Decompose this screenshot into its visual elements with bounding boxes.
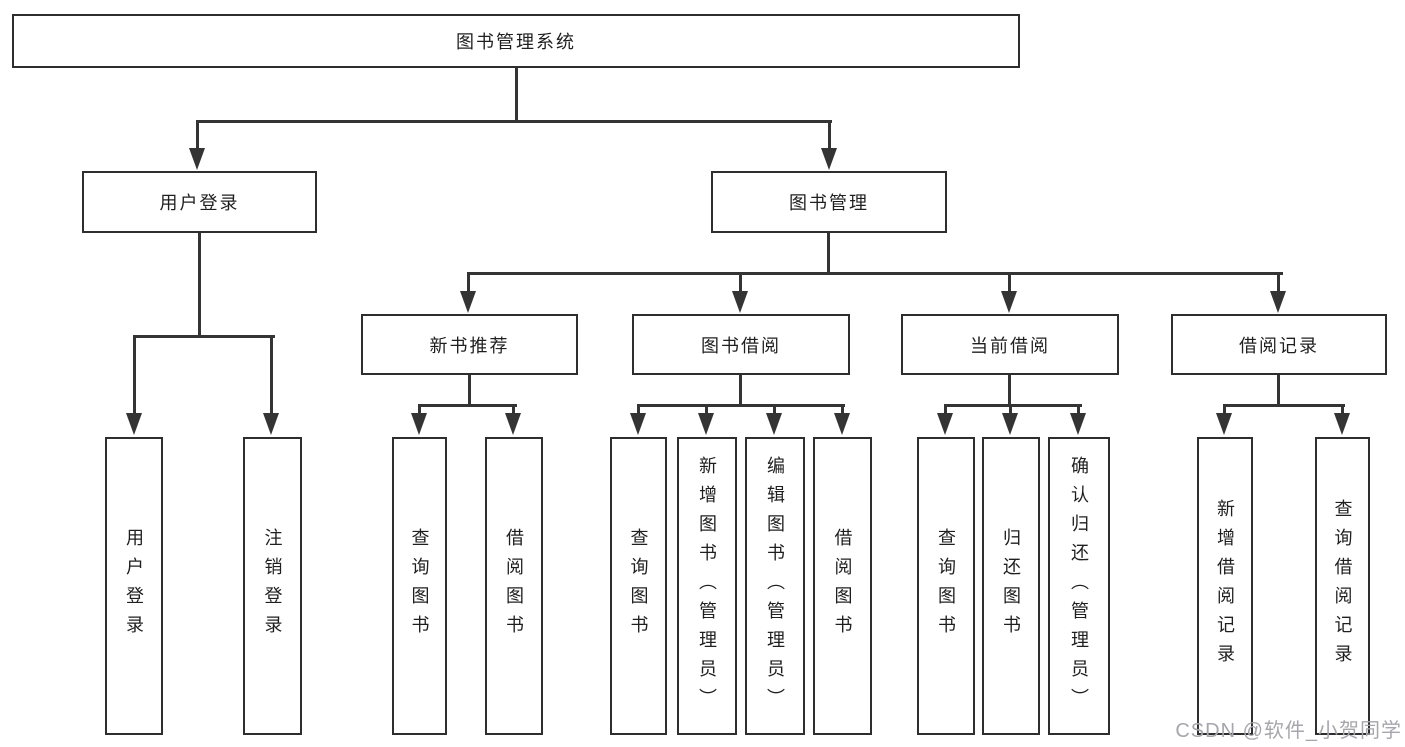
connector-line — [1223, 404, 1345, 407]
connector-line — [739, 272, 742, 291]
node-book-management: 图书管理 — [711, 171, 947, 233]
connector-line — [515, 68, 518, 122]
leaf-query-books-current: 查询图书 — [917, 437, 975, 735]
node-current-borrowing-label: 当前借阅 — [970, 335, 1050, 356]
node-new-book-recommendation: 新书推荐 — [361, 314, 578, 375]
arrowhead-down-icon — [732, 291, 748, 313]
connector-line — [1009, 404, 1012, 415]
arrowhead-down-icon — [834, 413, 850, 435]
connector-line — [944, 404, 1082, 407]
connector-line — [270, 335, 273, 415]
connector-line — [944, 404, 947, 415]
leaf-borrow-books: 借阅图书 — [813, 437, 872, 735]
connector-line — [828, 120, 831, 150]
connector-line — [1008, 375, 1011, 406]
connector-line — [133, 335, 275, 338]
node-borrowing-records-label: 借阅记录 — [1239, 335, 1319, 356]
arrowhead-down-icon — [821, 148, 837, 170]
leaf-add-books-admin: 新增图书（管理员） — [677, 437, 737, 735]
arrowhead-down-icon — [1002, 413, 1018, 435]
connector-line — [1223, 404, 1226, 415]
connector-line — [739, 375, 742, 406]
leaf-return-books: 归还图书 — [982, 437, 1040, 735]
arrowhead-down-icon — [698, 413, 714, 435]
connector-line — [773, 404, 776, 415]
connector-line — [827, 233, 830, 274]
node-book-borrowing: 图书借阅 — [632, 314, 850, 375]
node-book-management-label: 图书管理 — [789, 193, 869, 213]
arrowhead-down-icon — [766, 413, 782, 435]
arrowhead-down-icon — [263, 413, 279, 435]
node-borrowing-records: 借阅记录 — [1171, 314, 1387, 375]
leaf-confirm-return-admin-label: 确认归还（管理员） — [1069, 455, 1089, 717]
leaf-query-books-recommend-label: 查询图书 — [409, 528, 430, 644]
leaf-user-login: 用户登录 — [105, 437, 163, 735]
node-current-borrowing: 当前借阅 — [901, 314, 1119, 375]
arrowhead-down-icon — [937, 413, 953, 435]
arrowhead-down-icon — [1070, 413, 1086, 435]
leaf-query-books-borrowing: 查询图书 — [610, 437, 667, 735]
arrowhead-down-icon — [460, 291, 476, 313]
connector-line — [1277, 272, 1280, 291]
arrowhead-down-icon — [126, 413, 142, 435]
connector-line — [196, 120, 832, 123]
leaf-query-books-borrowing-label: 查询图书 — [628, 528, 649, 644]
leaf-query-books-recommend: 查询图书 — [392, 437, 447, 735]
connector-line — [1341, 404, 1344, 415]
connector-line — [468, 375, 471, 406]
leaf-borrow-books-recommend-label: 借阅图书 — [504, 528, 524, 644]
leaf-edit-books-admin: 编辑图书（管理员） — [745, 437, 805, 735]
connector-line — [418, 404, 421, 415]
connector-line — [198, 233, 201, 337]
leaf-add-books-admin-label: 新增图书（管理员） — [697, 455, 717, 717]
leaf-logout-label: 注销登录 — [262, 528, 283, 644]
arrowhead-down-icon — [630, 413, 646, 435]
arrowhead-down-icon — [1001, 291, 1017, 313]
arrowhead-down-icon — [189, 148, 205, 170]
node-library-system-root: 图书管理系统 — [12, 14, 1020, 68]
leaf-query-books-current-label: 查询图书 — [936, 528, 956, 644]
node-new-book-recommendation-label: 新书推荐 — [429, 335, 510, 356]
connector-line — [1077, 404, 1080, 415]
arrowhead-down-icon — [1334, 413, 1350, 435]
connector-line — [705, 404, 708, 415]
connector-line — [1277, 375, 1280, 406]
connector-line — [418, 404, 517, 407]
leaf-add-borrow-record-label: 新增借阅记录 — [1215, 499, 1235, 673]
arrowhead-down-icon — [1270, 291, 1286, 313]
arrowhead-down-icon — [1216, 413, 1232, 435]
node-book-borrowing-label: 图书借阅 — [701, 335, 781, 356]
connector-line — [133, 335, 136, 415]
connector-line — [512, 404, 515, 415]
connector-line — [196, 120, 199, 150]
arrowhead-down-icon — [505, 413, 521, 435]
connector-line — [467, 272, 470, 291]
leaf-borrow-books-label: 借阅图书 — [832, 528, 853, 644]
node-user-login-group: 用户登录 — [82, 171, 317, 233]
leaf-logout: 注销登录 — [243, 437, 302, 735]
connector-line — [467, 272, 1283, 275]
leaf-query-borrow-record-label: 查询借阅记录 — [1332, 499, 1353, 673]
node-library-system-root-label: 图书管理系统 — [456, 32, 576, 52]
leaf-edit-books-admin-label: 编辑图书（管理员） — [765, 455, 785, 717]
connector-line — [1008, 272, 1011, 291]
leaf-confirm-return-admin: 确认归还（管理员） — [1048, 437, 1110, 735]
leaf-borrow-books-recommend: 借阅图书 — [485, 437, 543, 735]
leaf-user-login-label: 用户登录 — [124, 528, 144, 644]
leaf-return-books-label: 归还图书 — [1001, 528, 1021, 644]
arrowhead-down-icon — [411, 413, 427, 435]
node-user-login-group-label: 用户登录 — [159, 193, 240, 213]
leaf-query-borrow-record: 查询借阅记录 — [1315, 437, 1370, 735]
connector-line — [637, 404, 845, 407]
leaf-add-borrow-record: 新增借阅记录 — [1197, 437, 1253, 735]
connector-line — [637, 404, 640, 415]
watermark: CSDN @软件_小贺同学 — [1175, 720, 1402, 742]
connector-line — [841, 404, 844, 415]
